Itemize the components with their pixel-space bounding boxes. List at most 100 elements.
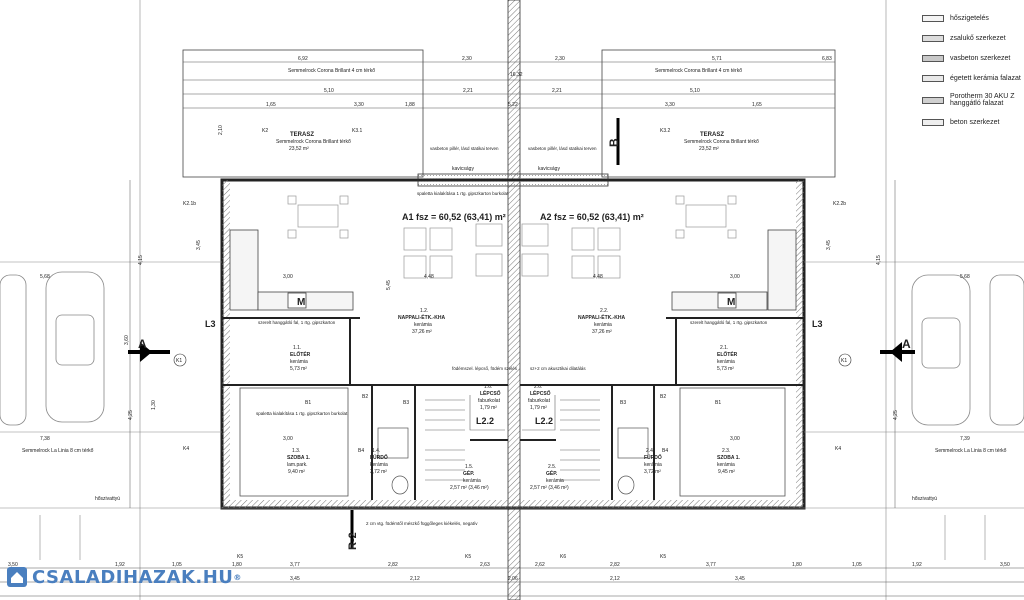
svg-text:16,32: 16,32 [510,72,523,78]
svg-text:9,45 m²: 9,45 m² [718,469,735,475]
room-label-2-2: 2.2. NAPPALI-ÉTK.-KHA kerámia 37,26 m² [578,308,626,335]
dim-labels-bottom: 3,50 1,92 1,05 1,80 3,77 2,82 2,63 2,62 … [8,562,1010,582]
legend-swatch [922,118,944,126]
note-bottom: 2 cm vtg. födémtől mészkő függőleges kié… [366,521,478,526]
kitchen-a1 [229,229,354,311]
svg-text:4,15: 4,15 [876,255,882,265]
svg-text:2.1.: 2.1. [720,345,728,351]
stairs-a2 [522,395,600,481]
svg-text:B2: B2 [362,394,368,400]
svg-text:2,82: 2,82 [610,562,620,568]
room-label-1-3: 1.3. SZOBA 1. lam.park. 9,40 m² [287,448,310,475]
terrace-area-a1: 23,52 m² [289,146,309,152]
svg-text:LÉPCSŐ: LÉPCSŐ [530,389,551,397]
svg-text:1.1.: 1.1. [293,345,301,351]
svg-text:5,68: 5,68 [960,274,970,280]
svg-text:3,77: 3,77 [706,562,716,568]
room-2-3-outline [679,387,786,497]
svg-text:GÉP.: GÉP. [546,469,558,477]
brand-name: CSALADIHAZAK.HU [32,566,234,588]
svg-text:B4: B4 [662,448,668,454]
svg-text:1,05: 1,05 [172,562,182,568]
legend-label: beton szerkezet [950,118,1000,126]
room-label-1-1: 1.1. ELŐTÉR kerámia 5,73 m² [290,345,311,372]
svg-text:K2.1b: K2.1b [183,201,196,207]
svg-text:kerámia: kerámia [414,322,432,328]
svg-text:kerámia: kerámia [717,359,735,365]
svg-text:NAPPALI-ÉTK.-KHA: NAPPALI-ÉTK.-KHA [578,313,626,321]
svg-text:3,30: 3,30 [665,102,675,108]
svg-text:3,45: 3,45 [735,576,745,582]
svg-text:3,77: 3,77 [290,562,300,568]
svg-text:kerámia: kerámia [644,462,662,468]
svg-text:37,26 m²: 37,26 m² [592,329,612,335]
terrace-material-a2: Semmelrock Corona Brillant térkő [684,139,759,145]
svg-text:K4: K4 [183,446,189,452]
svg-text:3,45: 3,45 [290,576,300,582]
svg-text:5,22: 5,22 [508,102,518,108]
svg-text:1,79 m²: 1,79 m² [480,405,497,411]
legend-label: zsalukő szerkezet [950,34,1006,42]
dim-labels-inner: 4,48 4,48 3,00 3,00 3,00 3,00 5,68 7,38 … [40,274,970,442]
house-logo-icon [7,567,27,587]
interior-walls-a2 [520,317,804,500]
svg-text:4,15: 4,15 [138,255,144,265]
terrace-a2 [601,49,836,178]
note-drain-right: hőszivattyú [912,496,937,502]
terrace-area-a2: 23,52 m² [699,146,719,152]
legend-label: Porotherm 30 AKU Z hanggátló falazat [950,93,1015,107]
section-marker-a-right [880,342,915,362]
svg-text:3,45: 3,45 [196,240,202,250]
note-sound-a2: szerelt hanggátló fal, 1 rtg. gipszkarto… [690,320,768,325]
svg-text:2,21: 2,21 [463,88,473,94]
svg-text:3,45: 3,45 [826,240,832,250]
terrace-label-a1: TERASZ [290,132,314,138]
svg-text:kerámia: kerámia [290,359,308,365]
svg-text:K1: K1 [176,358,182,364]
appliance-m-a2: M [727,297,735,308]
svg-text:3,00: 3,00 [730,274,740,280]
svg-text:1,80: 1,80 [232,562,242,568]
svg-text:3,72 m²: 3,72 m² [644,469,661,475]
svg-text:K3.2: K3.2 [660,128,671,134]
legend-item: zsalukő szerkezet [922,28,1022,48]
svg-text:3,00: 3,00 [730,436,740,442]
room-label-2-4: 2.4. FÜRDŐ kerámia 3,72 m² [644,448,662,475]
gravel-strip [417,173,609,187]
section-label-a-right: A [902,337,911,351]
section-label-a-left: A [138,337,147,351]
svg-text:K5: K5 [237,554,243,560]
svg-text:4,48: 4,48 [424,274,434,280]
legend-swatch [922,74,944,82]
svg-text:NAPPALI-ÉTK.-KHA: NAPPALI-ÉTK.-KHA [398,313,446,321]
note-drain-left: hőszivattyú [95,496,120,502]
appliance-m-a1: M [297,297,305,308]
room-label-2-3: 2.3. SZOBA 1. kerámia 9,45 m² [717,448,740,475]
svg-text:K1: K1 [841,358,847,364]
room-label-1-5: 1.5. GÉP. kerámia 2,57 m² (3,46 m²) [450,464,489,491]
note-plaster-room: spaletta kialakítása 1 rtg. gipszkarton … [256,411,348,416]
svg-text:2,12: 2,12 [410,576,420,582]
note-plaster-a1: spaletta kialakítása 1 rtg. gipszkarton … [417,191,509,196]
svg-text:1,30: 1,30 [151,400,157,410]
legend-item: égetett kerámia falazat [922,68,1022,88]
svg-text:3,00: 3,00 [283,274,293,280]
legend-item: hőszigetelés [922,8,1022,28]
svg-text:K3.1: K3.1 [352,128,363,134]
svg-text:2.2.: 2.2. [600,308,608,314]
svg-text:FÜRDŐ: FÜRDŐ [370,454,388,461]
svg-text:5,45: 5,45 [386,280,392,290]
svg-text:3,30: 3,30 [354,102,364,108]
svg-text:lam.park.: lam.park. [287,462,308,468]
svg-text:1,88: 1,88 [405,102,415,108]
stairs-a1 [425,395,505,481]
svg-text:3,50: 3,50 [1000,562,1010,568]
svg-text:2.4.: 2.4. [646,448,654,454]
note-paving-bottom-left: Semmelrock La Linia 8 cm térkő [22,448,94,454]
svg-text:faburkolat: faburkolat [528,398,551,404]
room-label-1-4: 1.4. FÜRDŐ kerámia 3,72 m² [370,448,388,475]
label-l22-a2: L2.2 [535,416,553,426]
svg-text:FÜRDŐ: FÜRDŐ [644,454,662,461]
